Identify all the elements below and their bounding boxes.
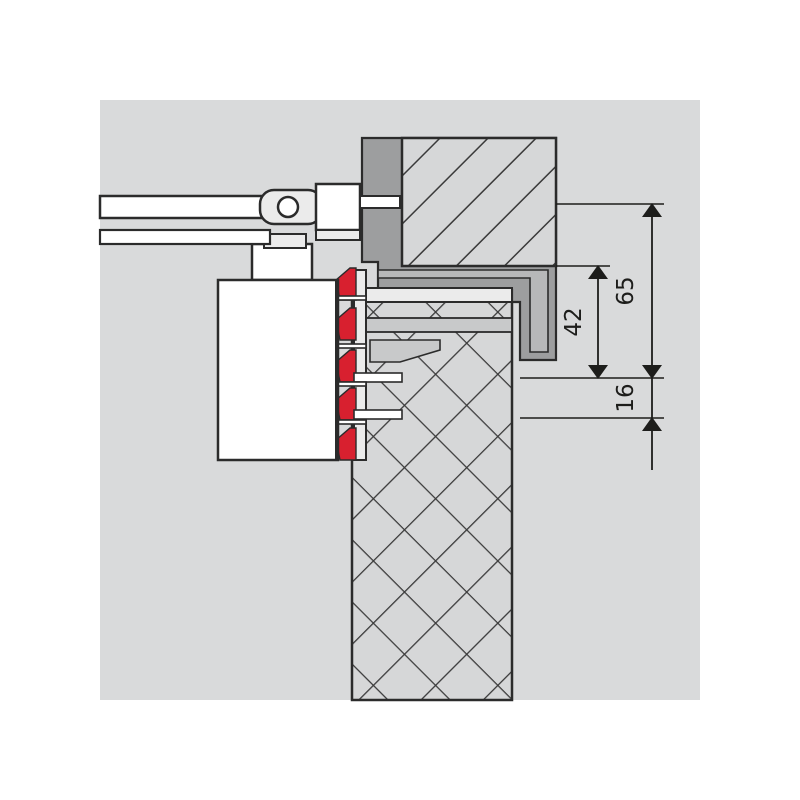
door-leaf [350, 298, 514, 702]
dimension-label-42: 42 [561, 307, 587, 336]
dimension-label-65: 65 [613, 276, 639, 305]
wall-lintel [400, 136, 558, 268]
dimension-label-16: 16 [613, 383, 639, 412]
door-closer-body [216, 233, 340, 462]
closer-arm [98, 182, 401, 246]
dimension-lines [588, 203, 662, 470]
